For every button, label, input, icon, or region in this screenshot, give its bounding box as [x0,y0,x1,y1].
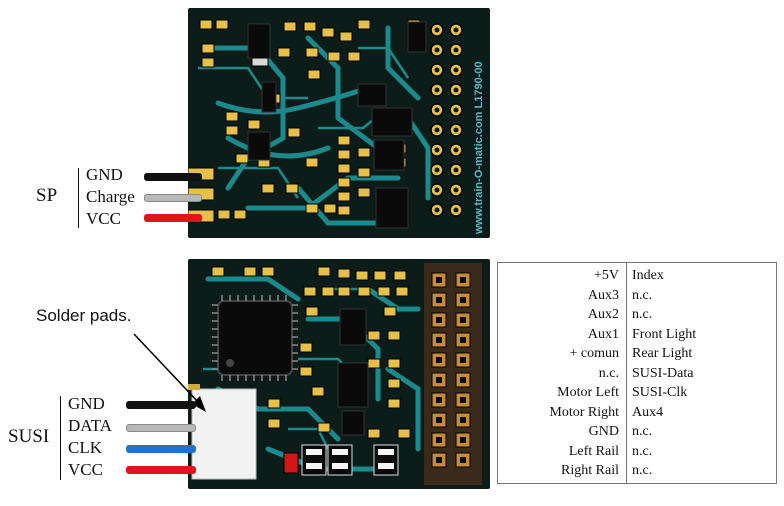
table-row: +5V Index [498,266,776,285]
pin-right-label: n.c. [632,287,653,303]
table-row: GND n.c. [498,422,776,441]
bottom-wire-vcc [126,466,196,474]
table-row: Right Rail n.c. [498,461,776,480]
bottom-wire-gnd [126,401,196,409]
pin-left-label: GND [588,424,619,439]
pin-right-label: Front Light [632,326,697,342]
pin-right-label: n.c. [632,307,653,322]
table-divider [626,263,627,483]
table-row: + comun Rear Light [498,344,776,363]
top-board-silkscreen: www.train-O-matic.com L1790-00 [473,61,485,235]
table-row: Left Rail n.c. [498,442,776,461]
top-decoder-board: www.train-O-matic.com L1790-00 [188,8,490,238]
pin-right-label: Aux4 [632,404,664,420]
bottom-wire-label-gnd: GND [68,394,105,413]
pin-right-label: n.c. [632,424,653,439]
bottom-wire-label-clk: CLK [68,438,102,457]
solder-pads-arrow [133,333,206,412]
table-row: n.c. SUSI-Data [498,364,776,383]
bottom-wire-data [126,424,196,432]
bottom-wire-clk [126,445,196,453]
susi-label: SUSI [8,426,50,447]
bottom-decoder-board [188,259,490,489]
top-wire-label-vcc: VCC [86,209,121,228]
bottom-board-artwork [188,263,482,485]
pin-left-label: + comun [569,346,620,361]
table-row: Motor Left SUSI-Clk [498,383,776,402]
bottom-bracket [60,396,61,480]
table-row: Aux3 n.c. [498,286,776,305]
bottom-wire-label-data: DATA [68,416,112,435]
top-bracket [78,168,79,228]
pin-left-label: Right Rail [561,463,619,478]
pin-right-label: Rear Light [632,346,693,361]
top-wire-gnd [144,173,202,181]
table-row: Aux2 n.c. [498,305,776,324]
pin-right-label: SUSI-Clk [632,385,688,400]
top-wire-vcc [144,214,202,222]
pin-right-label: n.c. [632,443,653,459]
pin-left-label: Motor Right [549,404,619,420]
top-wire-label-charge: Charge [86,187,135,206]
pin-right-label: Index [632,268,664,283]
sp-label: SP [36,185,58,206]
pin-assignment-table: +5V Index Aux3 n.c. Aux2 n.c. Aux1 Front… [497,262,777,484]
pin-left-label: Aux2 [587,307,619,322]
pin-left-label: +5V [593,268,619,283]
top-wire-label-gnd: GND [86,165,123,184]
top-board-artwork: www.train-O-matic.com L1790-00 [188,19,485,235]
bottom-wire-label-vcc: VCC [68,460,103,479]
pin-left-label: n.c. [598,365,619,381]
table-row: Motor Right Aux4 [498,403,776,422]
pin-left-label: Motor Left [557,385,619,400]
pin-left-label: Aux3 [587,287,619,303]
pin-right-label: n.c. [632,463,653,478]
pin-right-label: SUSI-Data [632,365,694,381]
pin-left-label: Aux1 [587,326,619,342]
solder-pads-label: Solder pads. [36,306,132,325]
top-wire-charge [144,194,202,202]
pin-left-label: Left Rail [568,443,619,459]
table-row: Aux1 Front Light [498,325,776,344]
